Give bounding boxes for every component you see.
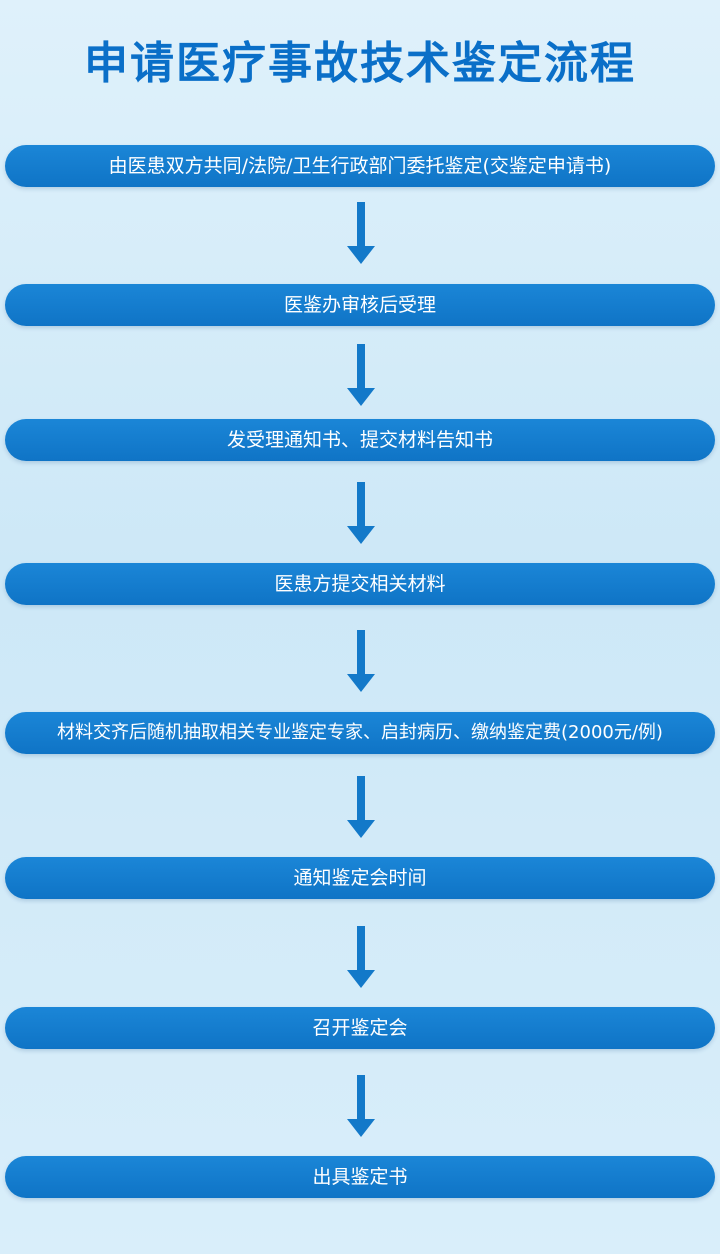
down-arrow-icon: [347, 926, 375, 990]
down-arrow-icon: [347, 630, 375, 694]
flow-step-8: 出具鉴定书: [5, 1156, 715, 1198]
down-arrow-icon: [347, 776, 375, 840]
flow-step-2: 医鉴办审核后受理: [5, 284, 715, 326]
flow-step-5: 材料交齐后随机抽取相关专业鉴定专家、启封病历、缴纳鉴定费(2000元/例): [5, 712, 715, 754]
page-title: 申请医疗事故技术鉴定流程: [84, 38, 636, 89]
flow-step-7: 召开鉴定会: [5, 1007, 715, 1049]
flow-step-4: 医患方提交相关材料: [5, 563, 715, 605]
down-arrow-icon: [347, 1075, 375, 1139]
flow-step-6: 通知鉴定会时间: [5, 857, 715, 899]
flow-step-3: 发受理通知书、提交材料告知书: [5, 419, 715, 461]
down-arrow-icon: [347, 482, 375, 546]
down-arrow-icon: [347, 344, 375, 408]
down-arrow-icon: [347, 202, 375, 266]
flow-step-1: 由医患双方共同/法院/卫生行政部门委托鉴定(交鉴定申请书): [5, 145, 715, 187]
